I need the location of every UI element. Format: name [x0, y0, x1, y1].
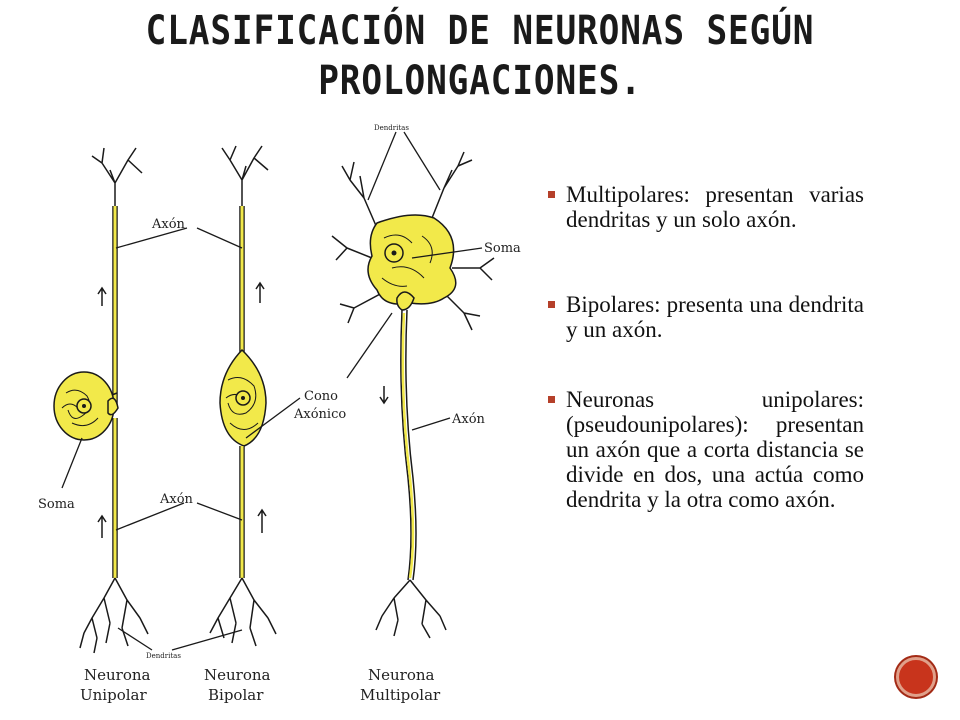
bipolar-neuron — [209, 145, 277, 647]
caption-unipolar-1: Neurona — [84, 666, 151, 684]
axonico-label: Axónico — [293, 407, 346, 422]
slide-title-line-2: PROLONGACIONES. — [318, 58, 642, 104]
caption-multipolar-2: Multipolar — [360, 686, 441, 704]
cono-label: Cono — [304, 389, 338, 404]
slide-title-line-1: CLASIFICACIÓN DE NEURONAS SEGÚN — [145, 8, 815, 54]
caption-bipolar-1: Neurona — [204, 666, 271, 684]
bullet-square-icon — [548, 396, 555, 403]
leader-lines — [61, 131, 483, 651]
unipolar-neuron — [53, 147, 149, 654]
neuron-illustration: Axón Axón Axón Soma Soma Cono Axónico De… — [38, 124, 521, 704]
axon-label-2: Axón — [159, 492, 194, 507]
multipolar-neuron — [331, 151, 495, 639]
axon-label-1: Axón — [151, 217, 186, 232]
circle-nav-icon[interactable] — [896, 657, 936, 697]
bullet-text: Multipolares: presentan varias dendritas… — [566, 182, 864, 232]
bullet-list: Multipolares: presentan varias dendritas… — [546, 182, 864, 512]
dendritas-label-bottom: Dendritas — [146, 652, 181, 660]
neuron-diagram: Axón Axón Axón Soma Soma Cono Axónico De… — [32, 118, 522, 714]
soma-label-2: Soma — [484, 241, 521, 256]
axon-label-3: Axón — [451, 412, 486, 427]
slide-title: CLASIFICACIÓN DE NEURONAS SEGÚN PROLONGA… — [67, 6, 893, 106]
bullet-square-icon — [548, 191, 555, 198]
dendritas-label-top: Dendritas — [374, 124, 409, 132]
caption-unipolar-2: Unipolar — [80, 686, 147, 704]
bullet-text: Bipolares: presenta una dendrita y un ax… — [566, 292, 864, 342]
bullet-square-icon — [548, 301, 555, 308]
bullet-unipolares: Neuronas unipolares: (pseudounipolares):… — [546, 387, 864, 512]
bullet-text: Neuronas unipolares: (pseudounipolares):… — [566, 387, 864, 512]
soma-label-1: Soma — [38, 497, 75, 512]
bullet-multipolares: Multipolares: presentan varias dendritas… — [546, 182, 864, 232]
bullet-bipolares: Bipolares: presenta una dendrita y un ax… — [546, 292, 864, 342]
caption-bipolar-2: Bipolar — [208, 686, 264, 704]
caption-multipolar-1: Neurona — [368, 666, 435, 684]
